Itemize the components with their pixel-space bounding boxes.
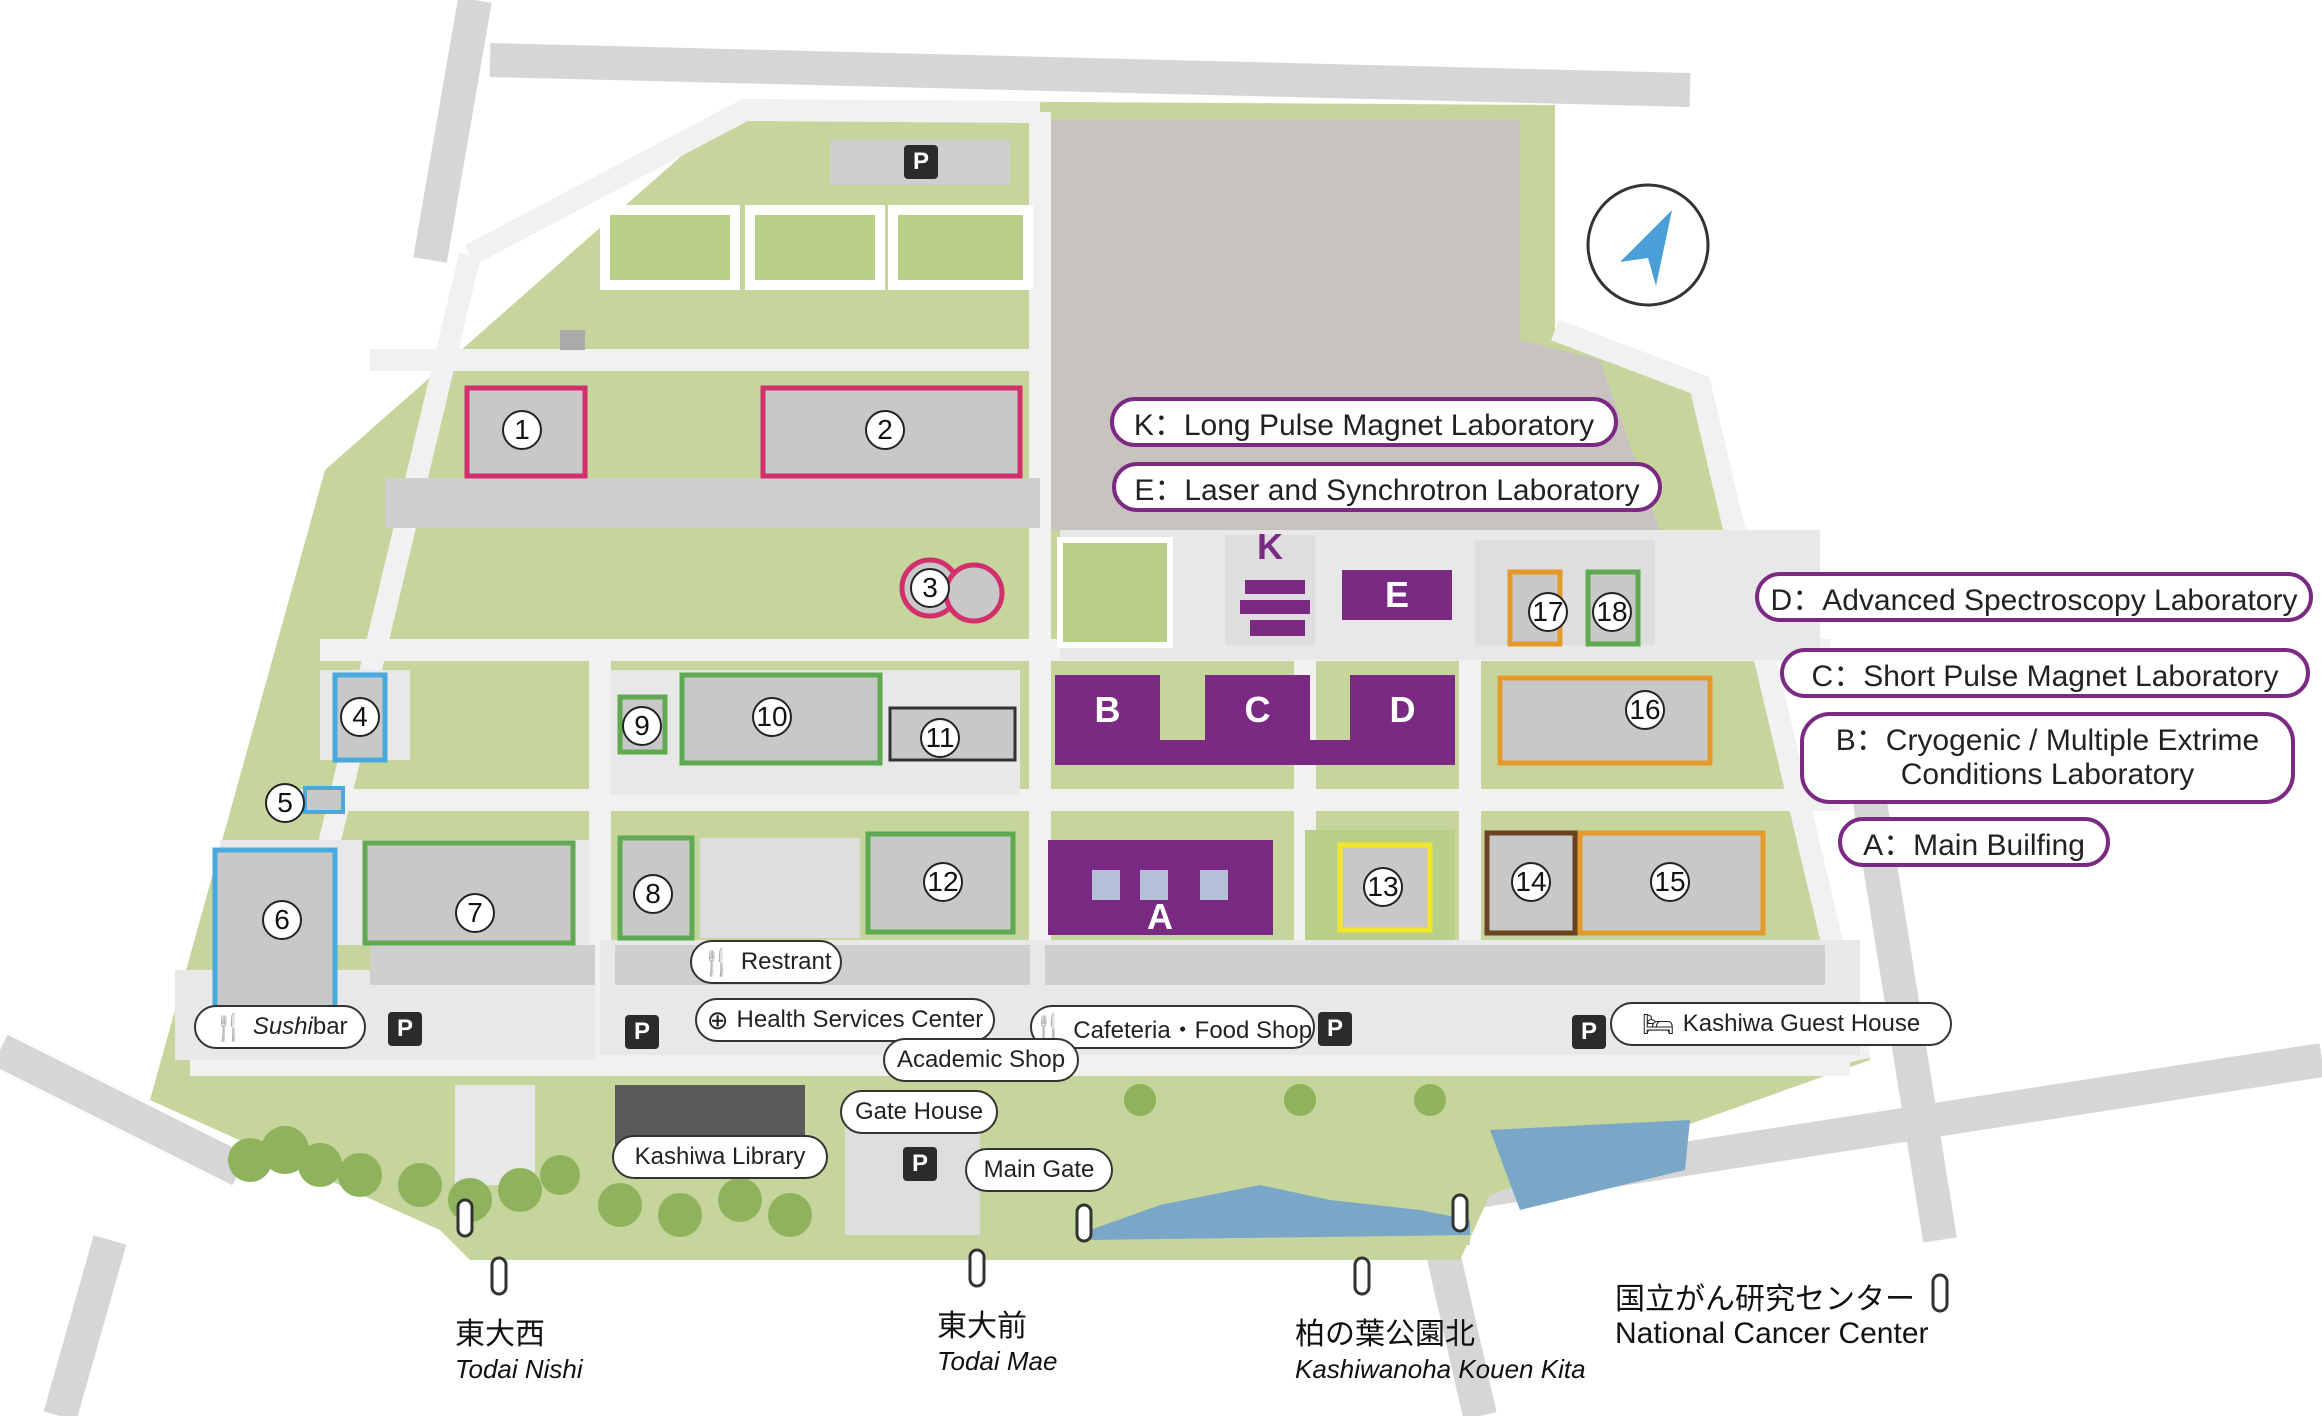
fork-knife-icon: 🍴 bbox=[1032, 1011, 1066, 1042]
north-arrow-icon bbox=[1620, 210, 1672, 286]
legend-B[interactable]: B：Cryogenic / Multiple Extrime Condition… bbox=[1800, 712, 2295, 804]
building-16 bbox=[1497, 675, 1713, 766]
marker-8[interactable]: 8 bbox=[633, 874, 673, 914]
building-K bbox=[1240, 580, 1310, 636]
legend-A[interactable]: A：Main Builfing bbox=[1838, 817, 2110, 867]
building-E bbox=[1342, 570, 1452, 620]
building-5 bbox=[303, 786, 345, 814]
marker-12[interactable]: 12 bbox=[923, 862, 963, 902]
legend-E[interactable]: E：Laser and Synchrotron Laboratory bbox=[1112, 462, 1662, 512]
marker-15[interactable]: 15 bbox=[1650, 862, 1690, 902]
marker-13[interactable]: 13 bbox=[1363, 867, 1403, 907]
pond bbox=[1090, 1185, 1470, 1240]
marker-11[interactable]: 11 bbox=[920, 718, 960, 758]
pond-2 bbox=[1490, 1120, 1690, 1210]
main-gate-label[interactable]: Main Gate bbox=[965, 1148, 1113, 1192]
label-B: B bbox=[1094, 689, 1121, 730]
first-aid-icon: ⊕ bbox=[706, 1004, 729, 1035]
gate-house-label[interactable]: Gate House bbox=[840, 1090, 998, 1134]
trees bbox=[228, 1084, 1446, 1237]
library-label[interactable]: Kashiwa Library bbox=[612, 1135, 828, 1179]
parking-icon[interactable]: P bbox=[1318, 1012, 1352, 1046]
parking-icon[interactable]: P bbox=[1572, 1015, 1606, 1049]
academic-shop-label[interactable]: Academic Shop bbox=[883, 1038, 1079, 1082]
legend-D[interactable]: D：Advanced Spectroscopy Laboratory bbox=[1755, 572, 2313, 622]
marker-2[interactable]: 2 bbox=[865, 410, 905, 450]
lawn-blocks bbox=[600, 205, 1033, 290]
label-A: A bbox=[1147, 896, 1173, 937]
health-services-label[interactable]: ⊕Health Services Center bbox=[695, 998, 995, 1042]
legend-K[interactable]: K：Long Pulse Magnet Laboratory bbox=[1110, 397, 1618, 447]
marker-4[interactable]: 4 bbox=[340, 697, 380, 737]
legend-C[interactable]: C：Short Pulse Magnet Laboratory bbox=[1780, 648, 2310, 698]
fork-knife-icon: 🍴 bbox=[212, 1011, 245, 1042]
building-12 bbox=[865, 831, 1016, 935]
bus-stop-icons bbox=[456, 1193, 1949, 1313]
marker-7[interactable]: 7 bbox=[455, 893, 495, 933]
label-D: D bbox=[1389, 689, 1416, 730]
station-todai-mae: 東大前 Todai Mae bbox=[937, 1310, 1058, 1376]
marker-6[interactable]: 6 bbox=[262, 900, 302, 940]
sushi-bar-label[interactable]: 🍴Sushi bar bbox=[194, 1005, 366, 1049]
fork-knife-icon: 🍴 bbox=[700, 946, 733, 977]
building-6 bbox=[212, 847, 338, 1018]
station-national-cancer-center: 国立がん研究センター National Cancer Center bbox=[1615, 1283, 1929, 1350]
marker-10[interactable]: 10 bbox=[752, 697, 792, 737]
marker-16[interactable]: 16 bbox=[1625, 690, 1665, 730]
parking-icon[interactable]: P bbox=[625, 1015, 659, 1049]
marker-18[interactable]: 18 bbox=[1592, 592, 1632, 632]
label-E: E bbox=[1384, 574, 1409, 615]
parking-icon[interactable]: P bbox=[903, 1147, 937, 1181]
label-C: C bbox=[1244, 689, 1271, 730]
parking-icon[interactable]: P bbox=[904, 145, 938, 179]
parking-icon[interactable]: P bbox=[388, 1012, 422, 1046]
buildings-bcd bbox=[1055, 675, 1455, 765]
cafeteria-label[interactable]: 🍴Cafeteria・Food Shop bbox=[1030, 1005, 1315, 1049]
marker-3[interactable]: 3 bbox=[910, 568, 950, 608]
station-todai-nishi: 東大西 Todai Nishi bbox=[455, 1318, 583, 1384]
restaurant-label[interactable]: 🍴Restrant bbox=[690, 940, 842, 984]
station-kashiwanoha-kouen-kita: 柏の葉公園北 Kashiwanoha Kouen Kita bbox=[1295, 1318, 1586, 1384]
marker-17[interactable]: 17 bbox=[1528, 592, 1568, 632]
marker-5[interactable]: 5 bbox=[265, 783, 305, 823]
marker-1[interactable]: 1 bbox=[502, 410, 542, 450]
guest-house-label[interactable]: 🛏Kashiwa Guest House bbox=[1610, 1002, 1952, 1046]
marker-14[interactable]: 14 bbox=[1511, 862, 1551, 902]
bed-icon: 🛏 bbox=[1641, 1008, 1675, 1039]
marker-9[interactable]: 9 bbox=[622, 706, 662, 746]
label-K: K bbox=[1257, 526, 1283, 567]
